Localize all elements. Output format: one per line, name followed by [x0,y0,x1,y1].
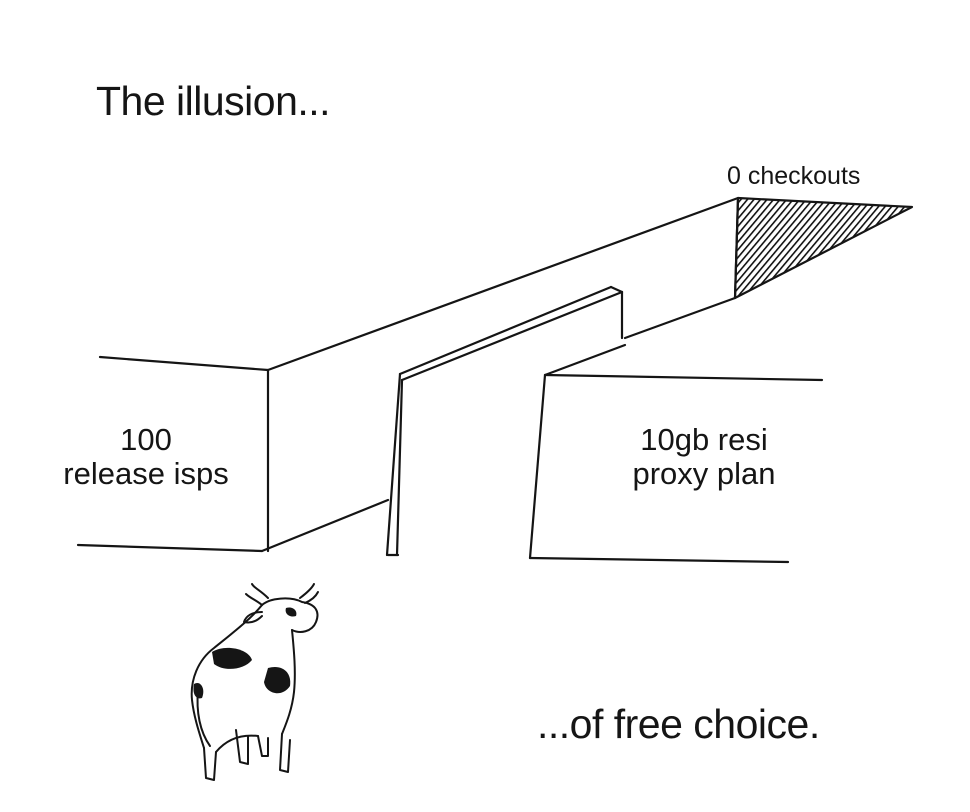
cow-spots [193,607,297,699]
left-block-line-2: release isps [63,456,229,491]
title-text: The illusion... [96,78,331,124]
right-wall-block [528,296,824,564]
left-wall-block [76,196,740,553]
dead-end-label: 0 checkouts [727,162,861,190]
right-block-label: 10gb resi proxy plan [604,423,804,491]
left-block-line-1: 100 [120,422,172,457]
right-block-line-1: 10gb resi [640,422,768,457]
right-block-line-2: proxy plan [632,456,776,491]
left-block-label: 100 release isps [36,423,256,491]
hatched-dead-end [733,196,914,300]
cow-illustration [190,583,319,781]
middle-wall-slab [385,285,624,557]
caption-text: ...of free choice. [537,701,820,747]
